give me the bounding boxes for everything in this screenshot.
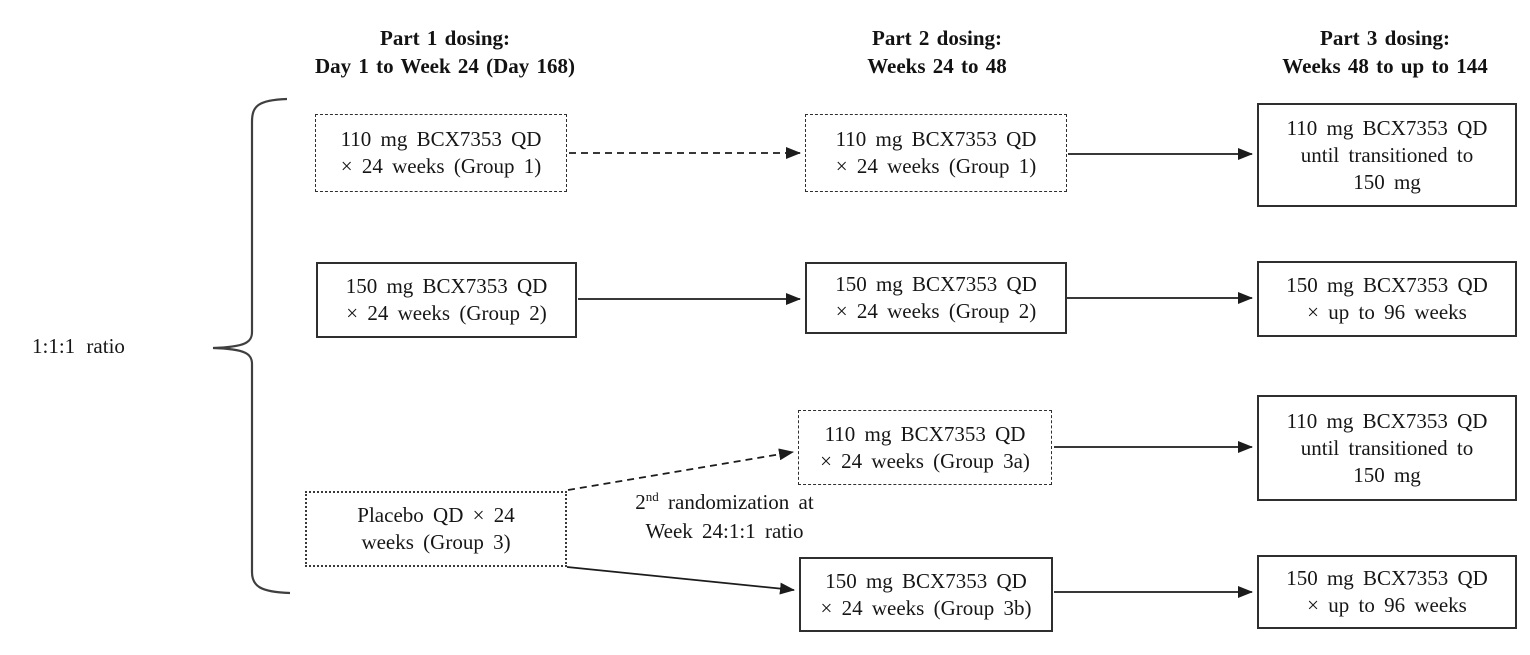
box-text-line: × up to 96 weeks <box>1307 593 1467 617</box>
box-text-line: until transitioned to <box>1300 142 1474 167</box>
column-header-line: Part 1 dosing: <box>380 26 510 50</box>
box-part3-group3b: 150 mg BCX7353 QD × up to 96 weeks <box>1257 555 1517 629</box>
box-text-line: × 24 weeks (Group 1) <box>340 154 542 178</box>
box-text-line: 150 mg <box>1353 169 1421 194</box>
box-part3-group3a: 110 mg BCX7353 QD until transitioned to … <box>1257 395 1517 501</box>
box-text-line: × 24 weeks (Group 2) <box>835 299 1037 323</box>
box-text-line: 150 mg BCX7353 QD <box>1286 566 1488 590</box>
column-header-line: Day 1 to Week 24 (Day 168) <box>314 54 576 78</box>
column-header-line: Part 2 dosing: <box>872 26 1002 50</box>
box-text-line: 110 mg BCX7353 QD <box>1286 408 1488 433</box>
box-part1-group1: 110 mg BCX7353 QD × 24 weeks (Group 1) <box>315 114 567 192</box>
ratio-brace-icon <box>212 97 291 595</box>
box-part1-group2: 150 mg BCX7353 QD × 24 weeks (Group 2) <box>316 262 577 338</box>
box-text-line: 110 mg BCX7353 QD <box>835 127 1037 151</box>
second-randomization-label: 2nd randomization at Week 24:1:1 ratio <box>597 488 852 546</box>
box-text-line: 150 mg BCX7353 QD <box>345 274 548 298</box>
randomization-ratio-label: 1:1:1 ratio <box>32 334 125 358</box>
box-text-line: 110 mg BCX7353 QD <box>340 127 542 151</box>
second-randomization-line1: 2nd randomization at <box>597 488 852 517</box>
box-text-line: until transitioned to <box>1300 435 1474 460</box>
box-part2-group2: 150 mg BCX7353 QD × 24 weeks (Group 2) <box>805 262 1067 334</box>
second-randomization-base: 2 <box>635 490 646 514</box>
box-text-line: 150 mg BCX7353 QD <box>835 272 1037 296</box>
box-text-line: 150 mg BCX7353 QD <box>1286 273 1488 297</box>
box-part2-group1: 110 mg BCX7353 QD × 24 weeks (Group 1) <box>805 114 1067 192</box>
box-part2-group3a: 110 mg BCX7353 QD × 24 weeks (Group 3a) <box>798 410 1052 485</box>
second-randomization-sup: nd <box>645 489 659 504</box>
box-text-line: × 24 weeks (Group 3b) <box>820 595 1032 620</box>
column-header-part3: Part 3 dosing: Weeks 48 to up to 144 <box>1235 24 1530 80</box>
box-text-line: 110 mg BCX7353 QD <box>824 421 1026 446</box>
box-text-line: 150 mg <box>1353 462 1421 487</box>
box-text-line: × up to 96 weeks <box>1307 300 1467 324</box>
box-text-line: 110 mg BCX7353 QD <box>1286 115 1488 140</box>
box-part2-group3b: 150 mg BCX7353 QD × 24 weeks (Group 3b) <box>799 557 1053 632</box>
box-text-line: × 24 weeks (Group 1) <box>835 154 1037 178</box>
column-header-line: Part 3 dosing: <box>1320 26 1450 50</box>
box-text-line: Placebo QD × 24 <box>357 503 515 527</box>
arrow-group3-to-group3b <box>566 566 795 595</box>
box-part3-group1: 110 mg BCX7353 QD until transitioned to … <box>1257 103 1517 207</box>
box-part1-group3-placebo: Placebo QD × 24 weeks (Group 3) <box>305 491 567 567</box>
column-header-part1: Part 1 dosing: Day 1 to Week 24 (Day 168… <box>245 24 645 80</box>
box-text-line: 150 mg BCX7353 QD <box>825 568 1027 593</box>
second-randomization-line2: Week 24:1:1 ratio <box>645 519 804 543</box>
column-header-line: Weeks 24 to 48 <box>867 54 1007 78</box>
box-text-line: weeks (Group 3) <box>361 530 511 554</box>
box-text-line: × 24 weeks (Group 2) <box>346 301 547 325</box>
box-text-line: × 24 weeks (Group 3a) <box>820 448 1030 473</box>
box-part3-group2: 150 mg BCX7353 QD × up to 96 weeks <box>1257 261 1517 337</box>
column-header-part2: Part 2 dosing: Weeks 24 to 48 <box>787 24 1087 80</box>
arrow-group3-to-group3a <box>567 448 794 491</box>
column-header-line: Weeks 48 to up to 144 <box>1282 54 1488 78</box>
second-randomization-rest: randomization at <box>658 490 814 514</box>
